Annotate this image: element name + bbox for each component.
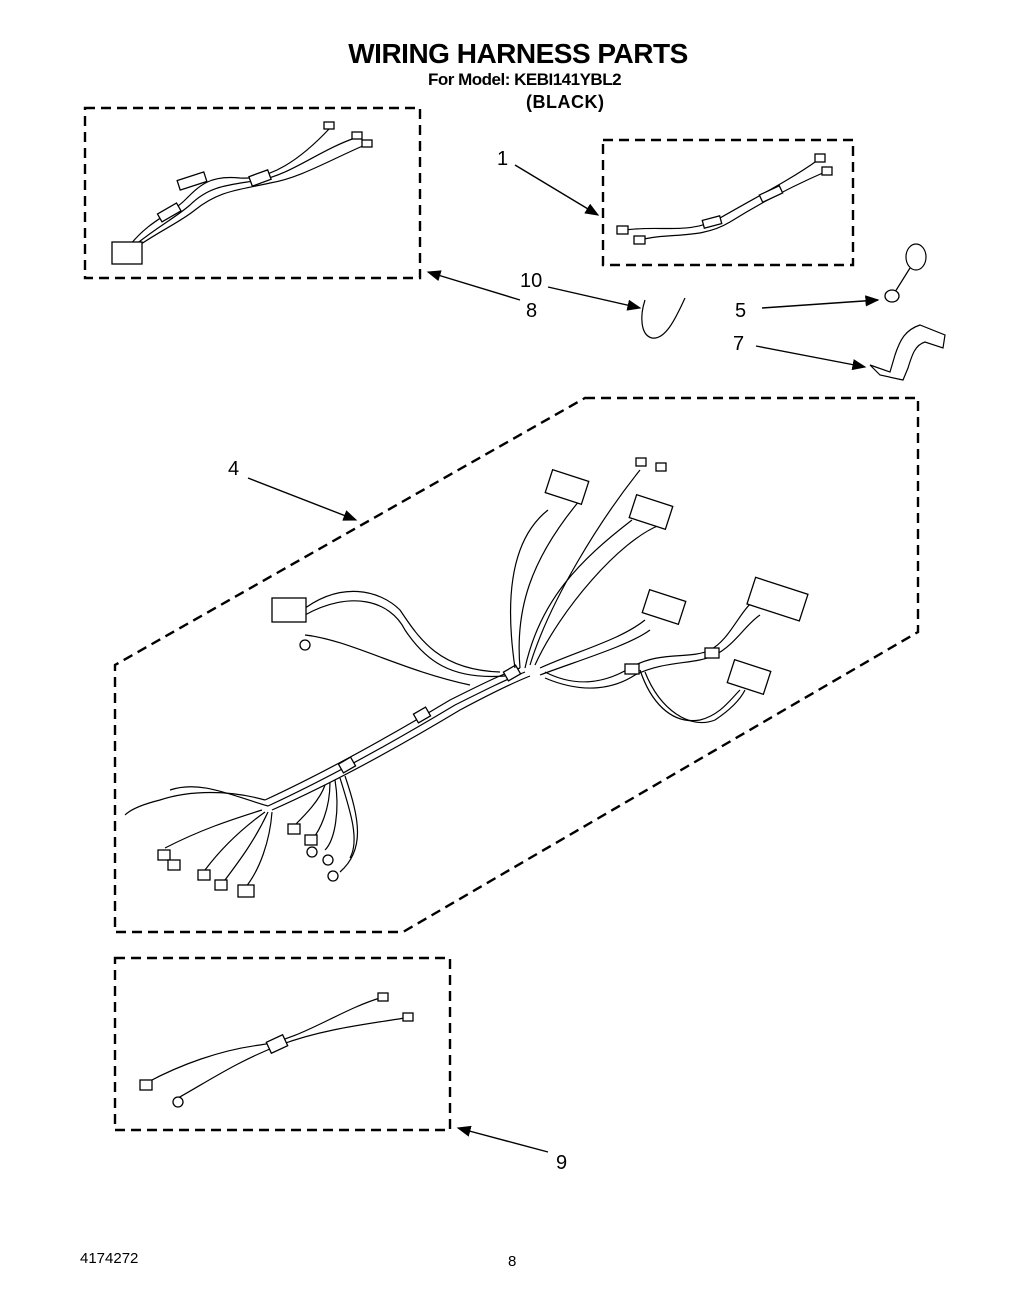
model-line: For Model: KEBI141YBL2 (428, 70, 622, 89)
part-7-bracket (869, 324, 946, 381)
arrow-7 (755, 345, 867, 371)
part-5-ring (884, 243, 927, 303)
callout-5: 5 (735, 300, 747, 322)
part-1-box (601, 138, 855, 267)
arrow-4 (247, 477, 358, 521)
callout-8: 8 (526, 300, 538, 322)
part-8-box (83, 106, 422, 280)
callout-7: 7 (733, 333, 745, 355)
arrow-8 (426, 270, 521, 301)
arrow-5 (761, 295, 880, 309)
callout-9: 9 (556, 1152, 568, 1174)
part-10-wire (641, 297, 686, 339)
arrow-10 (547, 286, 642, 311)
callout-10: 10 (520, 270, 543, 292)
page-title: WIRING HARNESS PARTS (348, 38, 688, 69)
callout-1: 1 (497, 148, 509, 170)
document-number: 4174272 (80, 1250, 139, 1267)
callout-4: 4 (228, 458, 240, 480)
arrow-1 (514, 164, 600, 216)
part-4-box (113, 396, 920, 934)
part-9-box (113, 956, 452, 1132)
page-number: 8 (508, 1253, 517, 1270)
arrow-9 (456, 1125, 549, 1153)
color-line: (BLACK) (526, 92, 605, 112)
